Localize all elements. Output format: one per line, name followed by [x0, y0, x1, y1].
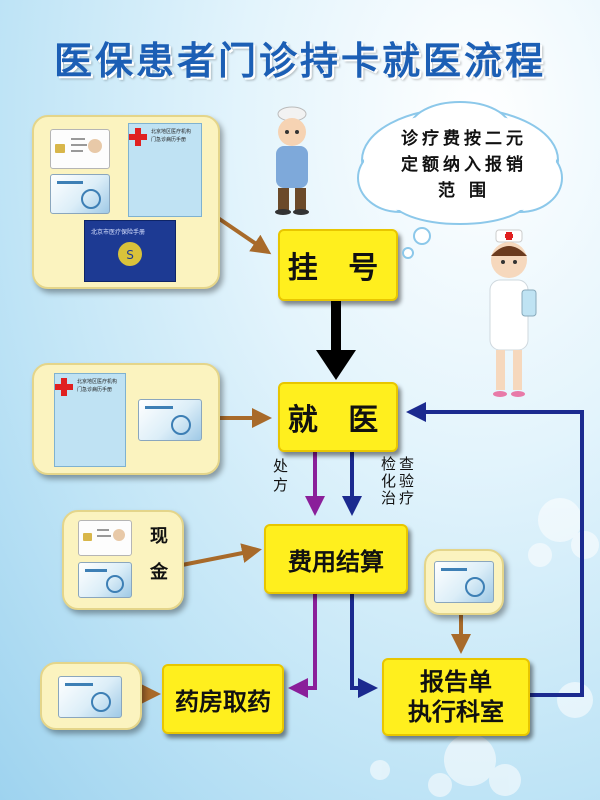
cloud-line-1: 诊疗费按二元 — [401, 129, 527, 149]
cloud-line-2: 定额纳入报销 — [401, 155, 527, 175]
step-settlement: 费用结算 — [264, 524, 408, 594]
booklet-text-2: 门急诊病历手册 — [151, 137, 187, 143]
arrow-panel3-settle — [181, 543, 262, 567]
insurance-card-icon — [58, 676, 122, 718]
id-card-icon — [78, 520, 132, 556]
nurse-icon — [489, 229, 537, 397]
label-check-col2: 查验疗 — [397, 456, 415, 507]
patient-icon — [275, 106, 309, 215]
cloud-text: 诊疗费按二元 定额纳入报销 范 围 — [366, 126, 562, 204]
booklet-text-2: 门急诊病历手册 — [77, 387, 113, 393]
cash-label: 现金 — [147, 526, 168, 598]
label-check-col1: 检化治 — [379, 456, 397, 507]
arrow-report-consult — [406, 402, 584, 697]
booklet-text-1: 北京地区医疗机构 — [77, 379, 118, 385]
insurance-card-icon — [78, 562, 132, 598]
handbook-title: 北京市医疗保险手册 — [91, 229, 146, 236]
insurance-card-icon — [50, 174, 110, 214]
report-line-1: 报告单 — [420, 668, 492, 696]
step-pharmacy: 药房取药 — [162, 664, 284, 734]
arrow-panel1-register — [216, 216, 272, 255]
step-consult: 就 医 — [278, 382, 398, 452]
cloud-icon — [357, 101, 563, 259]
id-card-icon — [50, 129, 110, 169]
arrow-register-consult-head — [316, 350, 356, 380]
documents-panel-report — [424, 549, 504, 615]
booklet-text-1: 北京地区医疗机构 — [151, 129, 192, 135]
insurance-card-icon — [434, 561, 494, 603]
documents-panel-consult: 北京地区医疗机构 门急诊病历手册 — [32, 363, 220, 475]
step-register: 挂 号 — [278, 229, 398, 301]
insurance-card-icon — [138, 399, 202, 441]
svg-text:S: S — [126, 248, 134, 262]
documents-panel-register: 北京地区医疗机构 门急诊病历手册 北京市医疗保险手册 S — [32, 115, 220, 289]
cloud-line-3: 范 围 — [438, 181, 490, 201]
report-line-2: 执行科室 — [408, 698, 504, 726]
insurance-handbook-icon: 北京市医疗保险手册 S — [84, 220, 176, 282]
medical-booklet-icon: 北京地区医疗机构 门急诊病历手册 — [54, 373, 126, 467]
documents-panel-pharmacy — [40, 662, 142, 730]
page-title: 医保患者门诊持卡就医流程 — [53, 39, 546, 83]
medical-booklet-icon: 北京地区医疗机构 门急诊病历手册 — [128, 123, 202, 217]
documents-panel-settle: 现金 — [62, 510, 184, 610]
arrow-settle-report — [350, 592, 378, 698]
step-report-dept: 报告单 执行科室 — [382, 658, 530, 736]
arrow-settle-pharmacy — [288, 592, 317, 698]
label-prescription: 处方 — [271, 458, 289, 496]
